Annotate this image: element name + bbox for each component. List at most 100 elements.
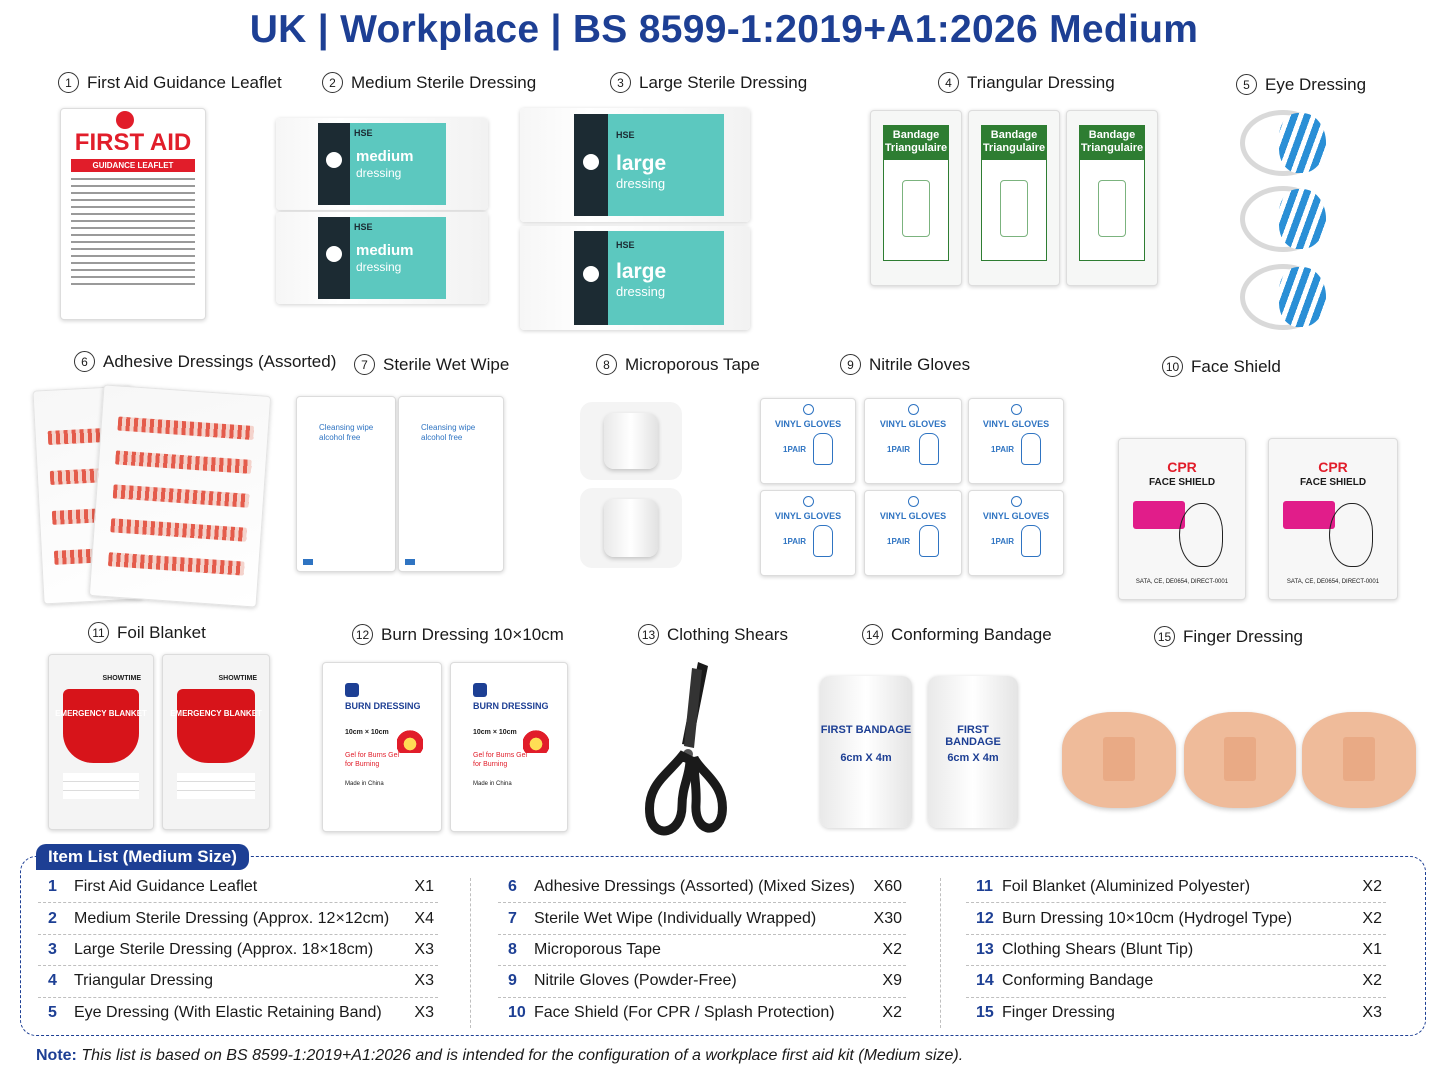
item-number-13: 13 (638, 624, 659, 645)
glove-icon (813, 433, 833, 465)
item-number-5: 5 (1236, 74, 1257, 95)
item-number-4: 4 (938, 72, 959, 93)
item-number-12: 12 (352, 624, 373, 645)
conforming-bandage-roll: FIRST BANDAGE 6cm X 4m (820, 676, 912, 828)
triangular-bandage-pack: Bandage Triangulaire (1066, 110, 1158, 286)
finger-dressing-image (1062, 712, 1176, 808)
item-caption-text-9: Nitrile Gloves (869, 354, 971, 374)
clothing-shears-image (645, 662, 727, 836)
item-number-14: 14 (862, 624, 883, 645)
item-number-15: 15 (1154, 626, 1175, 647)
item-number-6: 6 (74, 351, 95, 372)
item-caption-5: 5 Eye Dressing (1236, 74, 1366, 95)
glove-icon (919, 433, 939, 465)
item-number-8: 8 (596, 354, 617, 375)
leaflet-image: FIRST AID GUIDANCE LEAFLET (60, 108, 206, 320)
eye-dressing-image (1240, 264, 1326, 330)
flame-icon (523, 723, 549, 753)
flame-icon (397, 723, 423, 753)
column-divider (470, 878, 471, 1028)
item-caption-14: 14 Conforming Bandage (862, 624, 1052, 645)
item-caption-2: 2 Medium Sterile Dressing (322, 72, 536, 93)
wet-wipe-pack: Cleansing wipe alcohol free (296, 396, 396, 572)
microporous-tape-roll (580, 488, 682, 568)
note-text: This list is based on BS 8599-1:2019+A1:… (81, 1047, 964, 1064)
item-caption-9: 9 Nitrile Gloves (840, 354, 970, 375)
item-caption-7: 7 Sterile Wet Wipe (354, 354, 509, 375)
item-caption-text-3: Large Sterile Dressing (639, 72, 808, 92)
face-icon (1179, 503, 1223, 567)
footer-note: Note: This list is based on BS 8599-1:20… (36, 1047, 963, 1065)
glove-icon (813, 525, 833, 557)
leaflet-title: FIRST AID (74, 129, 192, 156)
item-caption-15: 15 Finger Dressing (1154, 626, 1303, 647)
dressing-logo-icon (326, 152, 342, 168)
triangular-bandage-pack: Bandage Triangulaire (968, 110, 1060, 286)
item-number-2: 2 (322, 72, 343, 93)
adhesive-dressing-pack (88, 384, 272, 608)
glove-icon (919, 525, 939, 557)
item-number-3: 3 (610, 72, 631, 93)
triangular-bandage-pack: Bandage Triangulaire (870, 110, 962, 286)
item-caption-text-4: Triangular Dressing (967, 72, 1115, 92)
note-label: Note: (36, 1047, 77, 1064)
microporous-tape-roll (580, 402, 682, 480)
column-divider (940, 878, 941, 1028)
item-number-7: 7 (354, 354, 375, 375)
item-caption-13: 13 Clothing Shears (638, 624, 788, 645)
item-caption-text-1: First Aid Guidance Leaflet (87, 72, 282, 92)
eye-dressing-image (1240, 186, 1326, 252)
finger-dressing-image (1184, 712, 1296, 808)
item-caption-text-14: Conforming Bandage (891, 624, 1052, 644)
eye-dressing-image (1240, 110, 1326, 176)
item-caption-4: 4 Triangular Dressing (938, 72, 1115, 93)
foil-blanket-pack: SHOWTIME EMERGENCY BLANKET (162, 654, 270, 830)
first-aid-cross-icon (116, 111, 134, 129)
dressing-logo-icon (326, 246, 342, 262)
item-caption-12: 12 Burn Dressing 10×10cm (352, 624, 564, 645)
item-caption-text-7: Sterile Wet Wipe (383, 354, 510, 374)
glove-icon (1021, 525, 1041, 557)
item-caption-text-2: Medium Sterile Dressing (351, 72, 537, 92)
item-caption-text-5: Eye Dressing (1265, 74, 1367, 94)
item-number-11: 11 (88, 622, 109, 643)
item-caption-text-12: Burn Dressing 10×10cm (381, 624, 564, 644)
finger-dressing-image (1302, 712, 1416, 808)
item-number-1: 1 (58, 72, 79, 93)
foil-blanket-pack: SHOWTIME EMERGENCY BLANKET (48, 654, 154, 830)
dressing-logo-icon (583, 266, 599, 282)
item-list-title: Item List (Medium Size) (36, 844, 249, 870)
medium-dressing-pack: HSE medium dressing (276, 118, 488, 210)
page-title: UK | Workplace | BS 8599-1:2019+A1:2026 … (249, 8, 1199, 51)
face-shield-pack: CPR FACE SHIELD SATA, CE, DE0654, DIRECT… (1118, 438, 1246, 600)
item-caption-8: 8 Microporous Tape (596, 354, 760, 375)
item-caption-text-11: Foil Blanket (117, 622, 206, 642)
item-number-10: 10 (1162, 356, 1183, 377)
large-dressing-pack: HSE large dressing (520, 226, 750, 330)
wet-wipe-pack: Cleansing wipe alcohol free (398, 396, 504, 572)
item-caption-10: 10 Face Shield (1162, 356, 1281, 377)
burn-dressing-pack: BURN DRESSING 10cm × 10cm Gel for Burns … (450, 662, 568, 832)
item-number-9: 9 (840, 354, 861, 375)
item-caption-3: 3 Large Sterile Dressing (610, 72, 807, 93)
item-caption-1: 1 First Aid Guidance Leaflet (58, 72, 282, 93)
item-list-box (20, 856, 1426, 1036)
large-dressing-pack: HSE large dressing (520, 108, 750, 222)
item-caption-text-13: Clothing Shears (667, 624, 788, 644)
leaflet-text-lines (71, 173, 195, 290)
